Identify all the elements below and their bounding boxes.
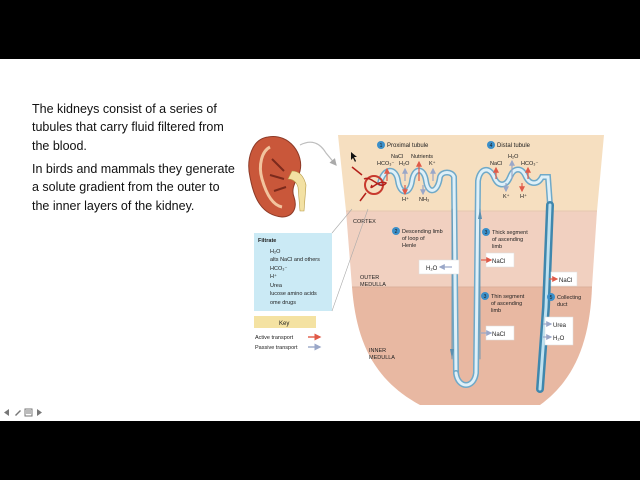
step-4-number: 4 [490,143,493,149]
distal-hco3: HCO₃⁻ [521,161,538,167]
slide-paragraph-1: The kidneys consist of a series of tubul… [32,102,224,153]
step-5-label-b: duct [557,302,568,308]
distal-h: H⁺ [520,193,527,200]
box-urea: Urea [553,323,567,329]
prox-h: H⁺ [402,196,409,203]
zone-inner-1: INNER [369,348,386,354]
zone-outer-1: OUTER [360,275,379,281]
step-1-number: 1 [380,143,383,149]
slideshow-nav [2,408,44,418]
legend-key: Key Active transport Passive transport [254,316,322,351]
slide-paragraph-2: In birds and mammals they generate a sol… [32,162,235,213]
distal-nacl: NaCl [490,161,502,167]
box-nacl-thick: NaCl [492,259,505,265]
filtrate-line-2: alts NaCl and others [270,257,320,263]
distal-transport: H₂O NaCl HCO₃⁻ K⁺ H⁺ [490,154,538,200]
step-2-number: 2 [395,229,398,235]
step-1-label: Proximal tubule [387,143,429,149]
prox-h2o: H₂O [399,161,410,167]
step-thin-label-c: limb [491,308,501,314]
slide: The kidneys consist of a series of tubul… [0,59,640,421]
menu-icon[interactable] [24,408,33,417]
step-3-number: 3 [485,230,488,236]
filtrate-title: Filtrate [258,238,276,244]
molecule-boxes: H₂O NaCl NaCl NaCl Urea H₂O [418,252,578,346]
filtrate-line-7: ome drugs [270,300,296,306]
zone-cortex: CORTEX [353,219,376,225]
filtrate-line-3: HCO₃⁻ [270,266,287,272]
step-3-label-a: Thick segment [492,230,528,236]
nephron-tubule [377,166,554,393]
filtrate-line-5: Urea [270,283,283,289]
box-h2o-duct: H₂O [553,336,565,342]
filtrate-line-6: lucose amino acids [270,291,317,297]
step-thin-label-b: of ascending [491,301,522,307]
zone-outer-2: MEDULLA [360,282,386,288]
step-3-label-c: limb [492,244,502,250]
filtrate-line-4: H⁺ [270,273,277,280]
prox-nacl: NaCl [391,154,403,160]
filtrate-line-1: H₂O [270,249,281,255]
distal-h2o: H₂O [508,154,519,160]
key-title: Key [279,321,289,327]
next-icon[interactable] [35,408,44,417]
step-thin-label-a: Thin segment [491,294,525,300]
key-active-label: Active transport [255,335,294,341]
key-passive-label: Passive transport [255,345,298,351]
step-thin-number: 3 [484,294,487,300]
step-2-label-a: Descending limb [402,229,443,235]
prox-hco3: HCO₃⁻ [377,161,394,167]
kidney-section-zones [338,135,604,405]
kidney-illustration [248,136,337,218]
step-5-label-a: Collecting [557,295,581,301]
distal-k: K⁺ [503,193,510,200]
zone-inner-2: MEDULLA [369,355,395,361]
glomerulus [351,166,388,202]
step-3-label-b: of ascending [492,237,523,243]
pen-icon[interactable] [13,408,22,417]
prox-k: K⁺ [429,160,436,167]
proximal-transport: NaCl Nutrients HCO₃⁻ H₂O K⁺ H⁺ NH₃ [377,154,436,203]
mouse-cursor-icon [351,152,357,162]
prox-nutrients: Nutrients [411,154,433,160]
box-h2o-desc: H₂O [426,266,438,272]
step-2-label-b: of loop of [402,236,425,242]
step-labels: 1 Proximal tubule 4 Distal tubule 2 Desc… [377,141,581,314]
step-2-label-c: Henle [402,243,416,249]
step-5-number: 5 [550,295,553,301]
step-4-label: Distal tubule [497,143,531,149]
filtrate-box: Filtrate H₂O alts NaCl and others HCO₃⁻ … [254,208,369,312]
zone-labels: CORTEX OUTER MEDULLA INNER MEDULLA [353,219,395,361]
nephron-figure: 1 Proximal tubule 4 Distal tubule 2 Desc… [248,135,604,405]
prev-icon[interactable] [2,408,11,417]
box-nacl-duct: NaCl [559,278,572,284]
box-nacl-thin: NaCl [492,332,505,338]
prox-nh3: NH₃ [419,197,429,203]
